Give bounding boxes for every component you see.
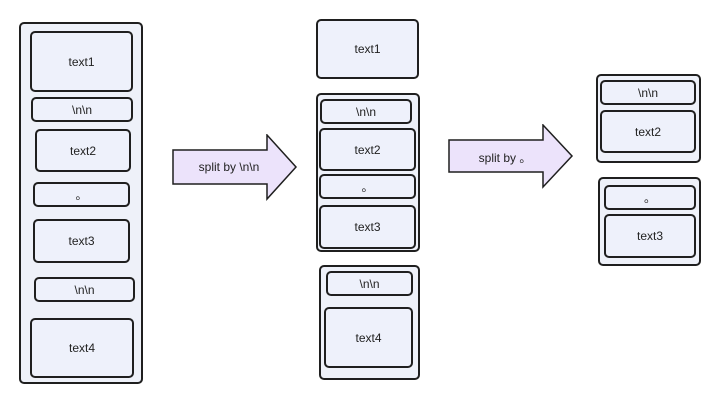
result-chunk-1-text2-box: text2 bbox=[600, 110, 696, 153]
split-arrow-2 bbox=[448, 124, 574, 189]
chunk-3-separator-newline-box: \n\n bbox=[326, 271, 413, 296]
split-arrow-1-label: split by \n\n bbox=[198, 160, 260, 174]
source-separator-newline-box: \n\n bbox=[31, 97, 133, 122]
split-arrow-2-label: split by 。 bbox=[478, 150, 532, 165]
result-chunk-2-text3-box: text3 bbox=[604, 214, 696, 258]
chunk-2-text2-box: text2 bbox=[319, 128, 416, 171]
result-chunk-1-separator-newline-box: \n\n bbox=[600, 80, 696, 105]
chunk-2-text3-box: text3 bbox=[319, 205, 416, 249]
split-arrow-1 bbox=[172, 134, 298, 201]
source-separator-period-box: 。 bbox=[33, 182, 130, 207]
chunk-2-separator-newline-box: \n\n bbox=[320, 99, 412, 124]
source-text2-box: text2 bbox=[35, 129, 131, 172]
chunk-3-text4-box: text4 bbox=[324, 307, 413, 368]
chunk-text1-box: text1 bbox=[316, 19, 419, 79]
source-text4-box: text4 bbox=[30, 318, 134, 378]
source-text3-box: text3 bbox=[33, 219, 130, 263]
chunk-2-separator-period-box: 。 bbox=[319, 174, 416, 199]
source-text1-box: text1 bbox=[30, 31, 133, 92]
source-separator-newline-box: \n\n bbox=[34, 277, 135, 302]
result-chunk-2-separator-period-box: 。 bbox=[604, 185, 696, 210]
